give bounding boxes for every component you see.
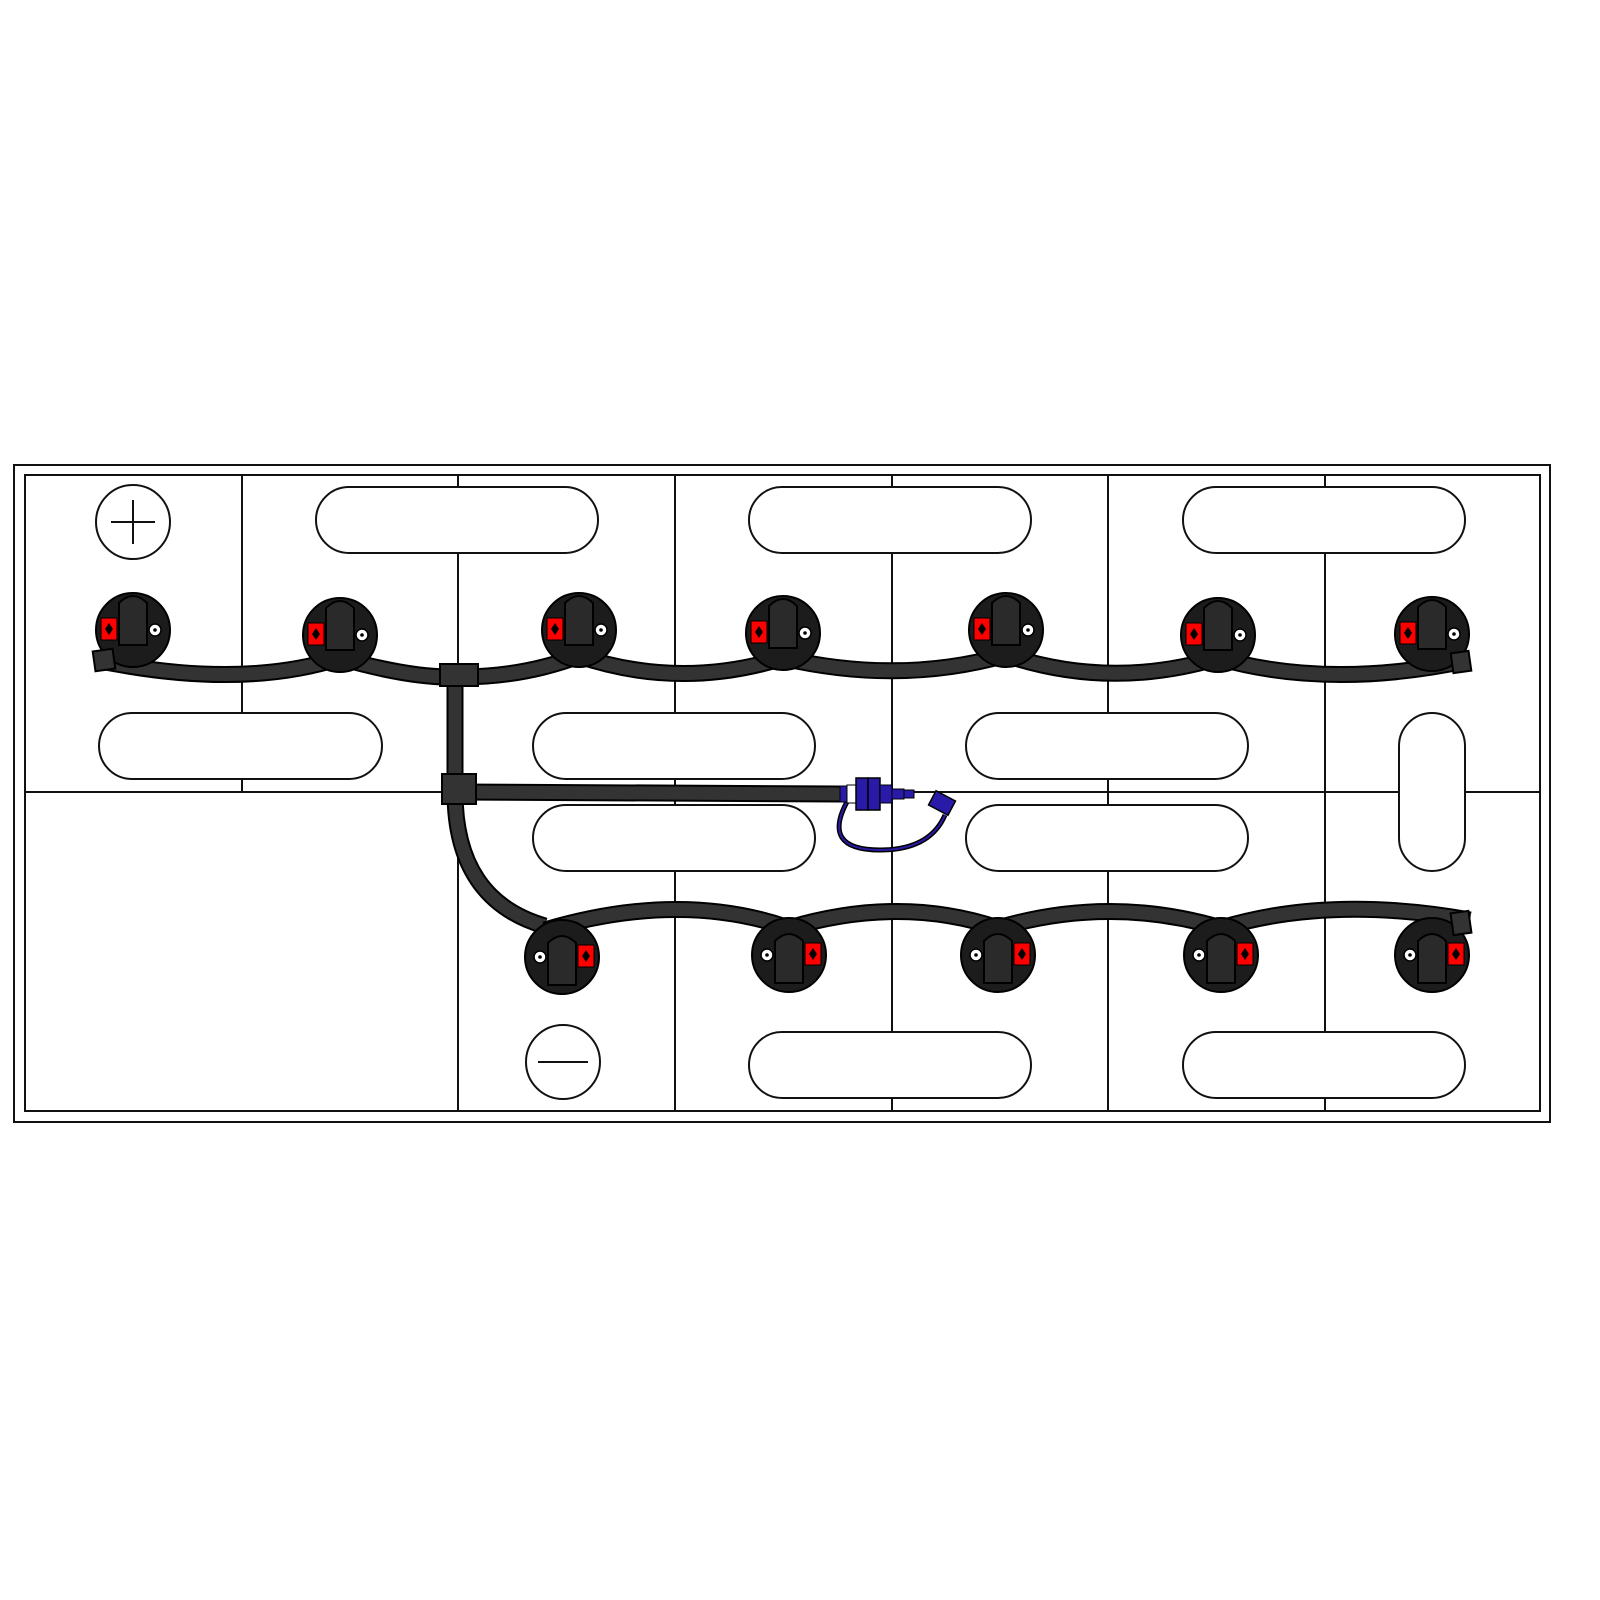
float-diamond-icon bbox=[1190, 628, 1198, 640]
cell-vent-pill bbox=[1398, 712, 1466, 872]
hose-end-cap bbox=[91, 647, 117, 673]
vent-dot-center bbox=[1026, 628, 1030, 632]
plug-cap bbox=[118, 595, 148, 646]
float-diamond-icon bbox=[1018, 948, 1026, 960]
coupling-collar bbox=[839, 785, 848, 803]
plug-cap bbox=[564, 595, 594, 646]
coupling-body bbox=[855, 777, 869, 811]
float-diamond-icon bbox=[809, 948, 817, 960]
cell-vents bbox=[98, 486, 1466, 1099]
cell-vent-pill bbox=[532, 712, 816, 780]
cell-vent-pill bbox=[965, 804, 1249, 872]
float-diamond-icon bbox=[582, 950, 590, 962]
plug-cap bbox=[1206, 933, 1236, 984]
float-diamond-icon bbox=[978, 623, 986, 635]
top-watering-plug[interactable] bbox=[95, 592, 171, 668]
cell-vent-pill bbox=[532, 804, 816, 872]
fill-hose bbox=[454, 785, 841, 801]
float-diamond-icon bbox=[1404, 627, 1412, 639]
bottom-watering-plug[interactable] bbox=[1394, 917, 1470, 993]
top-watering-plug[interactable] bbox=[302, 597, 378, 673]
vent-dot-center bbox=[1408, 953, 1412, 957]
cell-vent-pill bbox=[1182, 486, 1466, 554]
dust-cap-tether-inner bbox=[838, 799, 946, 852]
vent-dot-center bbox=[599, 628, 603, 632]
fill-coupling[interactable] bbox=[836, 777, 957, 853]
cell-vent-pill bbox=[748, 1031, 1032, 1099]
vent-dot-center bbox=[1197, 953, 1201, 957]
float-diamond-icon bbox=[105, 623, 113, 635]
cell-vent-pill bbox=[98, 712, 383, 780]
top-watering-plug[interactable] bbox=[968, 592, 1044, 668]
bottom-watering-plug[interactable] bbox=[960, 917, 1036, 993]
plug-cap bbox=[1417, 933, 1447, 984]
vent-dot-center bbox=[765, 953, 769, 957]
coupling-nozzle bbox=[879, 784, 893, 804]
plug-cap bbox=[991, 595, 1021, 646]
coupling-tip bbox=[903, 789, 915, 799]
top-watering-plug[interactable] bbox=[1180, 597, 1256, 673]
plug-cap bbox=[325, 600, 355, 651]
plug-cap bbox=[774, 933, 804, 984]
float-diamond-icon bbox=[312, 628, 320, 640]
vent-dot-center bbox=[803, 631, 807, 635]
vent-dot-center bbox=[974, 953, 978, 957]
coupling-nozzle bbox=[891, 788, 905, 800]
bottom-watering-plug[interactable] bbox=[1183, 917, 1259, 993]
plug-cap bbox=[768, 598, 798, 649]
watering-plugs bbox=[91, 592, 1473, 995]
negative-terminal: − bbox=[525, 1024, 601, 1100]
bottom-watering-plug[interactable] bbox=[751, 917, 827, 993]
plug-cap bbox=[983, 933, 1013, 984]
bottom-watering-plug[interactable] bbox=[524, 919, 600, 995]
float-diamond-icon bbox=[551, 623, 559, 635]
tee-fitting bbox=[439, 663, 479, 687]
cell-vent-pill bbox=[315, 486, 599, 554]
plug-cap bbox=[1203, 600, 1233, 651]
float-diamond-icon bbox=[1241, 948, 1249, 960]
vent-dot-center bbox=[153, 628, 157, 632]
float-diamond-icon bbox=[755, 626, 763, 638]
vent-dot-center bbox=[1452, 632, 1456, 636]
vent-dot-center bbox=[1238, 633, 1242, 637]
coupling-body bbox=[867, 777, 881, 811]
cell-vent-pill bbox=[965, 712, 1249, 780]
tray-outer-frame bbox=[13, 464, 1551, 1123]
plug-cap bbox=[547, 935, 577, 986]
cell-vent-pill bbox=[1182, 1031, 1466, 1099]
hose-end-cap bbox=[1449, 909, 1473, 937]
top-watering-plug[interactable] bbox=[541, 592, 617, 668]
dust-cap bbox=[927, 789, 957, 817]
float-diamond-icon bbox=[1452, 948, 1460, 960]
hose-end-cap bbox=[1449, 649, 1473, 675]
positive-terminal: + bbox=[95, 484, 171, 560]
top-watering-plug[interactable] bbox=[745, 595, 821, 671]
tee-fitting bbox=[441, 773, 477, 805]
vent-dot-center bbox=[538, 955, 542, 959]
cell-vent-pill bbox=[748, 486, 1032, 554]
vent-dot-center bbox=[360, 633, 364, 637]
plug-cap bbox=[1417, 599, 1447, 650]
coupling-ring bbox=[846, 784, 857, 804]
